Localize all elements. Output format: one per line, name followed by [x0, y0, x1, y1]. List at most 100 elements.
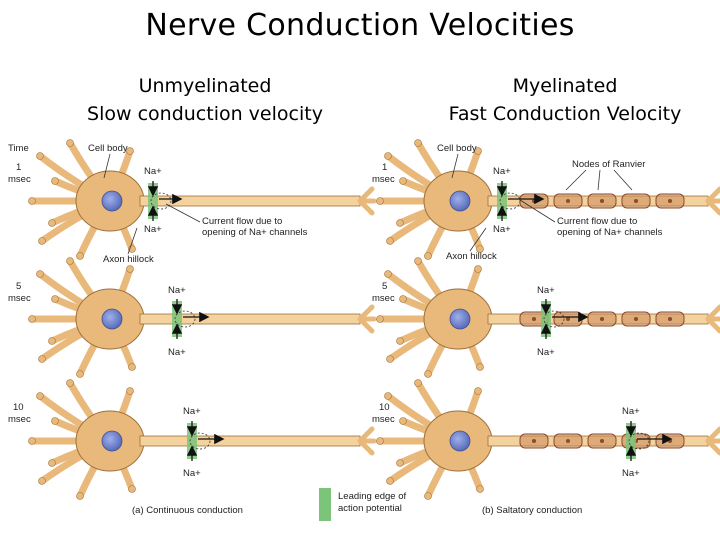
- nucleus: [449, 430, 471, 452]
- dendrite-tip: [414, 257, 422, 265]
- na-label-left-1-bottom: Na+: [144, 224, 162, 235]
- svg-text:10: 10: [379, 402, 390, 413]
- local-current-loop: [499, 192, 521, 210]
- svg-text:1: 1: [16, 162, 21, 173]
- dendrite-tip: [76, 370, 84, 378]
- dendrite-tip: [126, 147, 134, 155]
- leading-edge-band: [541, 301, 551, 337]
- time-row-1-left: 1 msec: [8, 162, 31, 185]
- dendrite-tip: [396, 337, 404, 345]
- axon-terminal: [357, 186, 377, 216]
- schwann-nucleus: [634, 317, 638, 321]
- dendrite-tip: [76, 492, 84, 500]
- dendrite-tip: [399, 295, 407, 303]
- na-label-left-2-top: Na+: [168, 285, 186, 296]
- cell-body-label-left: Cell body: [88, 143, 128, 154]
- cell-body-pointer-left: [103, 153, 111, 179]
- svg-text:msec: msec: [8, 293, 31, 304]
- dendrite-tip: [474, 265, 482, 273]
- neuron-unmyelinated-1ms: [28, 139, 377, 260]
- na-label-right-2-top: Na+: [537, 285, 555, 296]
- schwann-nucleus: [600, 439, 604, 443]
- nucleus: [449, 190, 471, 212]
- schwann-nucleus: [566, 317, 570, 321]
- dendrite-tip: [476, 363, 484, 371]
- time-row-3-right: 10 msec: [372, 402, 395, 425]
- legend-label-2: action potential: [338, 503, 402, 514]
- dendrite-tip: [396, 219, 404, 227]
- na-label-left-2-bottom: Na+: [168, 347, 186, 358]
- dendrite-tip: [376, 437, 384, 445]
- local-current-loop: [543, 310, 565, 328]
- dendrite-tip: [376, 197, 384, 205]
- nucleus: [101, 308, 123, 330]
- neuron-myelinated-10ms: [376, 379, 720, 500]
- schwann-nucleus: [600, 317, 604, 321]
- axon-hillock-label-right: Axon hillock: [446, 251, 497, 262]
- local-current-loop: [150, 192, 172, 210]
- cell-body-label-right: Cell body: [437, 143, 477, 154]
- dendrite-tip: [396, 459, 404, 467]
- axon-hillock-pointer-right: [469, 227, 487, 252]
- dendrite-tip: [28, 315, 36, 323]
- schwann-nucleus: [532, 439, 536, 443]
- slide-title: Nerve Conduction Velocities: [145, 8, 575, 43]
- leading-edge-legend-swatch: [319, 488, 331, 521]
- nucleus: [449, 308, 471, 330]
- local-current-loop: [189, 432, 211, 450]
- caption-continuous: (a) Continuous conduction: [132, 505, 243, 516]
- schwann-nucleus: [634, 199, 638, 203]
- dendrite-tip: [476, 245, 484, 253]
- neuron-unmyelinated-5ms: [28, 257, 377, 378]
- axon-terminal: [705, 426, 720, 456]
- dendrite-tip: [126, 265, 134, 273]
- dendrite-tip: [51, 417, 59, 425]
- axon-terminal: [357, 426, 377, 456]
- dendrite-tip: [414, 379, 422, 387]
- current-flow-label-left-1: Current flow due to: [202, 216, 282, 227]
- time-row-2-right: 5 msec: [372, 281, 395, 304]
- schwann-nucleus: [566, 439, 570, 443]
- unmyelinated-heading-line1: Unmyelinated: [138, 75, 272, 97]
- dendrite-tip: [474, 387, 482, 395]
- myelinated-heading-line1: Myelinated: [512, 75, 618, 97]
- dendrite-tip: [386, 477, 394, 485]
- legend-label-1: Leading edge of: [338, 491, 407, 502]
- na-label-right-3-bottom: Na+: [622, 468, 640, 479]
- dendrite-tip: [36, 152, 44, 160]
- dendrite-tip: [38, 477, 46, 485]
- current-flow-pointer-left: [165, 203, 201, 223]
- local-current-loop: [628, 432, 650, 450]
- unmyelinated-heading-line2: Slow conduction velocity: [87, 103, 323, 125]
- nodes-of-ranvier-label: Nodes of Ranvier: [572, 159, 645, 170]
- dendrite-tip: [36, 270, 44, 278]
- time-row-3-left: 10 msec: [8, 402, 31, 425]
- dendrite-tip: [386, 237, 394, 245]
- dendrite-tip: [48, 337, 56, 345]
- dendrite-tip: [66, 139, 74, 147]
- dendrite-tip: [38, 237, 46, 245]
- svg-text:10: 10: [13, 402, 24, 413]
- dendrite-tip: [66, 379, 74, 387]
- axon-terminal: [705, 186, 720, 216]
- leading-edge-band: [187, 423, 197, 459]
- dendrite-tip: [36, 392, 44, 400]
- dendrite-tip: [474, 147, 482, 155]
- ranvier-pointer-2: [597, 169, 601, 191]
- caption-saltatory: (b) Saltatory conduction: [482, 505, 582, 516]
- dendrite-tip: [386, 355, 394, 363]
- local-current-loop: [174, 310, 196, 328]
- axon-hillock-pointer-left: [127, 227, 138, 255]
- dendrite-tip: [28, 437, 36, 445]
- dendrite-tip: [414, 139, 422, 147]
- dendrite-tip: [66, 257, 74, 265]
- leading-edge-band: [626, 423, 636, 459]
- na-label-left-3-top: Na+: [183, 406, 201, 417]
- neuron-unmyelinated-10ms: [28, 379, 377, 500]
- na-label-left-1-top: Na+: [144, 166, 162, 177]
- dendrite-tip: [38, 355, 46, 363]
- dendrite-tip: [424, 492, 432, 500]
- dendrite-tip: [384, 270, 392, 278]
- svg-text:1: 1: [382, 162, 387, 173]
- nucleus: [101, 430, 123, 452]
